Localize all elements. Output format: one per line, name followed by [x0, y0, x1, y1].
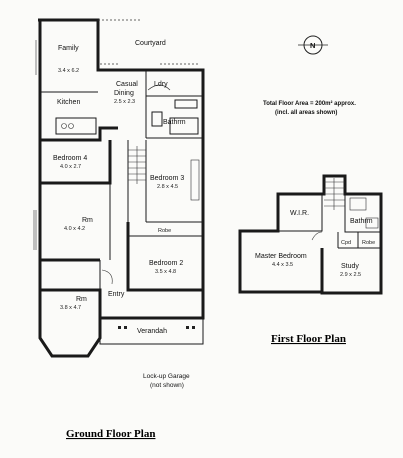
cooktop: [61, 123, 67, 129]
total-area-subnote: (incl. all areas shown): [275, 110, 337, 116]
ground-stair: [128, 146, 146, 184]
bay-window: [38, 290, 102, 358]
label-bedroom4: Bedroom 4: [53, 155, 87, 162]
ground-floor-title: Ground Floor Plan: [66, 428, 155, 440]
label-verandah: Verandah: [137, 328, 167, 335]
first-stair: [324, 178, 345, 210]
label-bathroom: Bathrm: [163, 119, 186, 126]
label-bedroom2: Bedroom 2: [149, 260, 183, 267]
label-courtyard: Courtyard: [135, 40, 166, 47]
bedroom3-robe: [190, 159, 200, 201]
shower-first: [365, 217, 379, 229]
wall-kitchen-bedroom4: [40, 126, 118, 142]
laundry-tub: [174, 99, 198, 109]
label-kitchen: Kitchen: [57, 99, 80, 106]
dim-study: 2.9 x 2.5: [340, 272, 361, 278]
dim-rm-lower: 3.8 x 4.7: [60, 305, 81, 311]
compass-north-label: N: [310, 41, 315, 50]
dim-rm-upper: 4.0 x 4.2: [64, 226, 85, 232]
toilet: [151, 111, 163, 127]
label-casual: Casual: [116, 81, 138, 88]
label-cpd: Cpd: [341, 240, 351, 246]
label-robe-ground: Robe: [158, 228, 171, 234]
garage-note-line1: Lock-up Garage: [143, 373, 190, 380]
label-casual-dining: Casual Dining: [114, 81, 140, 97]
dim-bedroom4: 4.0 x 2.7: [60, 164, 81, 170]
label-bathroom-first: Bathrm: [350, 218, 373, 225]
ground-floor-plan: Family 3.4 x 6.2 Courtyard Kitchen Casua…: [33, 18, 205, 440]
courtyard-edge: [98, 19, 140, 65]
vanity-first: [349, 197, 367, 211]
kitchen-bench: [55, 117, 97, 135]
wall-wir: [278, 194, 323, 232]
dim-master-bedroom: 4.4 x 3.5: [272, 262, 293, 268]
door-swing-entry: [101, 269, 113, 285]
total-area-note: Total Floor Area = 200m² approx.: [263, 100, 356, 107]
dim-casual-dining: 2.5 x 2.3: [114, 99, 135, 105]
bath-tub: [169, 117, 199, 135]
label-entry: Entry: [108, 291, 125, 298]
wall-bedroom2: [126, 222, 203, 292]
label-rm-upper: Rm: [82, 217, 93, 224]
label-study: Study: [341, 263, 359, 270]
wall-bathroom-first: [344, 194, 381, 233]
first-floor-title: First Floor Plan: [271, 333, 346, 345]
dim-bedroom3: 2.8 x 4.5: [157, 184, 178, 190]
compass: N: [298, 35, 328, 55]
garage-note-line2: (not shown): [150, 382, 184, 389]
door-swing-master: [311, 231, 323, 241]
label-dining: Dining: [114, 90, 134, 97]
first-floor-plan: W.I.R. Bathrm Cpd Robe Master Bedroom 4.…: [238, 174, 383, 345]
verandah-outline: [99, 317, 204, 345]
label-bedroom3: Bedroom 3: [150, 175, 184, 182]
verandah-posts: [118, 326, 195, 329]
dim-bedroom2: 3.5 x 4.8: [155, 269, 176, 275]
dim-family: 3.4 x 6.2: [58, 68, 79, 74]
first-outer-wall: [238, 174, 383, 295]
label-wir: W.I.R.: [290, 210, 309, 217]
door-swing-laundry: [147, 84, 171, 91]
label-family: Family: [58, 45, 79, 52]
label-robe-first: Robe: [362, 240, 375, 246]
cooktop-2: [68, 123, 74, 129]
label-rm-lower: Rm: [76, 296, 87, 303]
label-laundry: Ldry: [154, 81, 168, 88]
label-master-bedroom: Master Bedroom: [255, 253, 307, 260]
